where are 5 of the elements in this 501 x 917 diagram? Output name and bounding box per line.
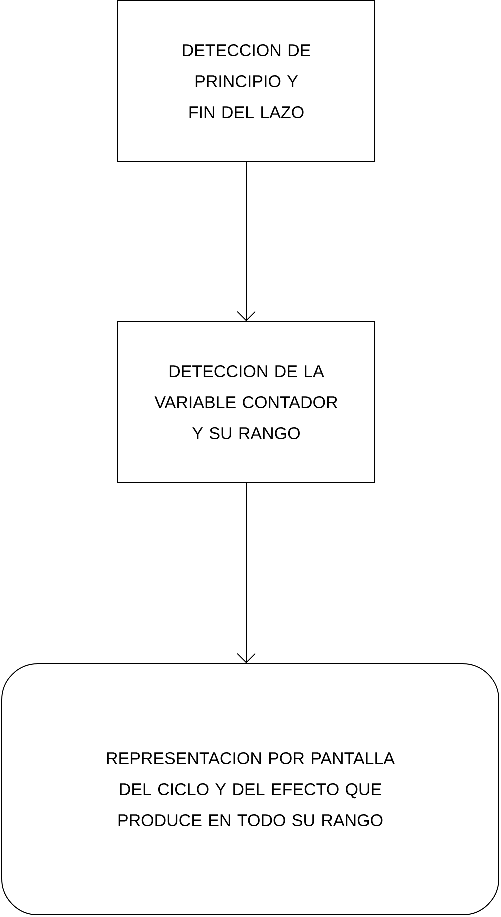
rounded-box: REPRESENTACION POR PANTALLA DEL CICLO Y DEL EFECTO QUE PRODUCE EN TODO SU RANGO (2, 664, 500, 916)
process-box: DETECCION DE PRINCIPIO Y FIN DEL LAZO (118, 0, 376, 162)
process-box: DETECCION DE LA VARIABLE CONTADOR Y SU RANGO (118, 322, 376, 484)
arrow (237, 162, 256, 322)
arrow (237, 483, 256, 664)
